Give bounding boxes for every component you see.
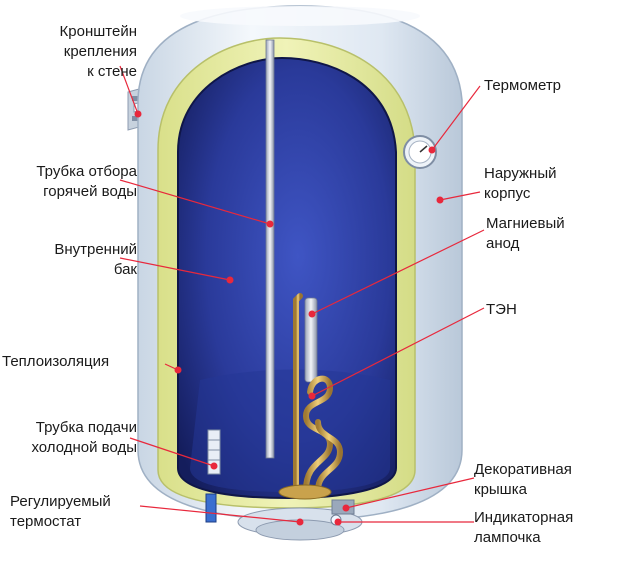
label-outer-shell: Наружный корпус <box>484 165 557 202</box>
inner-tank <box>177 56 397 500</box>
cold-water-pipe <box>205 429 221 523</box>
label-thermometer: Термометр <box>484 77 562 94</box>
leader-dots <box>134 110 444 526</box>
label-thermostat: Регулируемый термостат <box>10 493 111 530</box>
heating-element <box>293 293 344 493</box>
label-cold-pipe: Трубка подачи холодной воды <box>31 419 137 456</box>
label-heater: ТЭН <box>486 301 517 318</box>
leader-lines <box>119 65 485 523</box>
label-insulation: Теплоизоляция <box>2 353 110 370</box>
label-bracket: Кронштейн крепления к стене <box>59 23 137 80</box>
label-anode: Магниевый анод <box>486 215 565 252</box>
hot-water-pipe <box>265 39 275 459</box>
thermometer-dial-icon <box>403 135 437 169</box>
label-indicator: Индикаторная лампочка <box>474 509 574 546</box>
label-inner-tank: Внутренний бак <box>54 241 137 278</box>
label-hot-pipe: Трубка отбора горячей воды <box>36 163 137 200</box>
heater-flange <box>278 484 332 500</box>
label-cover: Декоративная крышка <box>474 461 572 498</box>
magnesium-anode <box>304 297 318 383</box>
